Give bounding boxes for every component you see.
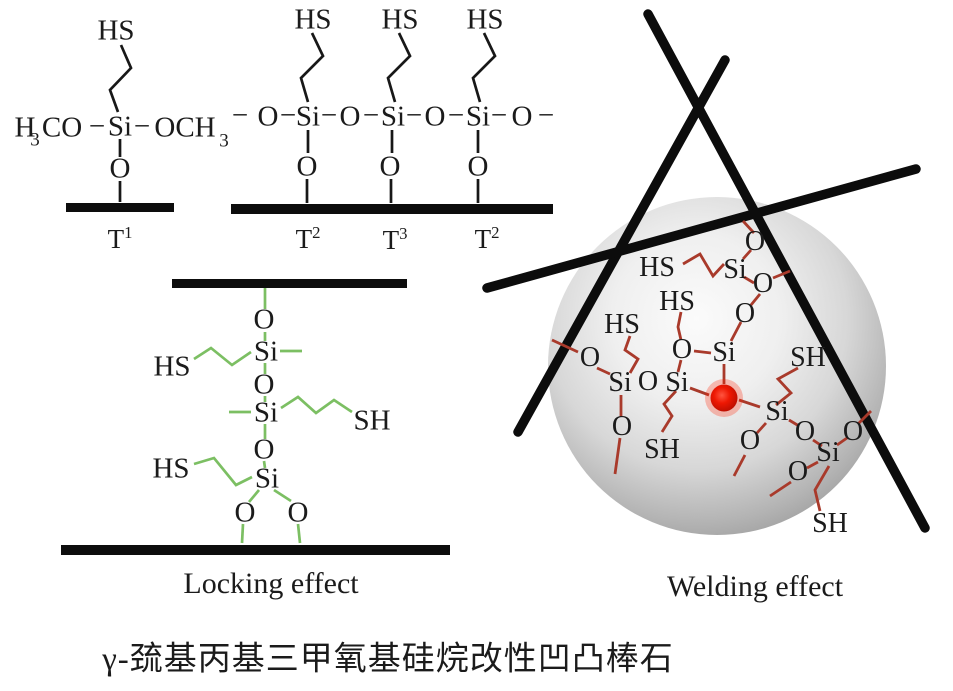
substrate-bar-mid (231, 204, 553, 214)
silicon-label: Si (816, 437, 840, 468)
oxygen-label: O (379, 150, 401, 183)
bond-dash: − (362, 99, 380, 132)
formula-part: OCH (154, 111, 216, 144)
oxygen-label: O (579, 342, 601, 373)
silicon-label: Si (712, 337, 736, 368)
oxygen-label: O (257, 100, 279, 133)
oxygen-label: O (744, 226, 766, 257)
crosslink-node-dot (710, 384, 738, 412)
welding-effect-caption: Welding effect (666, 570, 844, 603)
mercapto-label: SH (353, 404, 391, 437)
formula-part: CO (41, 111, 83, 144)
t2-rank-label: T2 (474, 223, 500, 254)
oxygen-label: O (511, 100, 533, 133)
mercapto-label: HS (294, 3, 332, 36)
oxygen-label: O (637, 366, 659, 397)
bond-dash: − (447, 99, 465, 132)
locking-effect-caption: Locking effect (183, 567, 359, 600)
t2-rank-label: T2 (295, 223, 321, 254)
bond-dash: − (405, 99, 423, 132)
mercapto-label: HS (659, 286, 695, 317)
bond-dash: − (231, 99, 249, 132)
oxygen-label: O (467, 150, 489, 183)
formula-subscript: 3 (219, 130, 229, 152)
oxygen-label: O (234, 496, 256, 529)
mercapto-label: SH (790, 342, 826, 373)
silicon-label: Si (465, 100, 491, 133)
formula-part: H (14, 111, 36, 144)
silicon-label: Si (295, 100, 321, 133)
substrate-bar-locking-bottom (61, 545, 450, 555)
silicon-label: Si (380, 100, 406, 133)
substrate-bar-locking-top (172, 279, 407, 288)
oxygen-label: O (794, 416, 816, 447)
oxygen-label: O (787, 456, 809, 487)
oxygen-label: O (739, 425, 761, 456)
oxygen-label: O (752, 268, 774, 299)
bond-dash: − (320, 99, 338, 132)
attapulgite-rod-3 (482, 164, 921, 293)
bond-dash: − (537, 99, 555, 132)
bond-dash: − (133, 110, 151, 143)
oxygen-label: O (424, 100, 446, 133)
mercapto-label: HS (97, 14, 135, 47)
oxygen-label: O (296, 150, 318, 183)
mercapto-label: HS (381, 3, 419, 36)
oxygen-label: O (109, 152, 131, 185)
mercapto-label: HS (152, 452, 190, 485)
mercapto-label: HS (639, 252, 675, 283)
bond-dash: − (279, 99, 297, 132)
mercapto-label: SH (812, 508, 848, 539)
oxygen-label: O (842, 416, 864, 447)
silicon-label: Si (107, 110, 133, 143)
oxygen-label: O (253, 368, 275, 401)
silicon-label: Si (253, 396, 279, 429)
substrate-bar-t1 (66, 203, 174, 212)
t1-rank-label: T1 (107, 223, 133, 254)
mercapto-label: SH (644, 434, 680, 465)
silicon-label: Si (665, 367, 689, 398)
silicon-label: Si (723, 254, 747, 285)
substrate-bars (61, 203, 553, 555)
formula-subscript: 3 (30, 129, 40, 151)
oxygen-label: O (253, 303, 275, 336)
silica-sphere (548, 197, 886, 535)
locking-green-bonds (193, 288, 353, 544)
black-bonds (108, 32, 497, 203)
silicon-label: Si (253, 335, 279, 368)
welding-red-bonds (551, 220, 872, 512)
bond-dash: − (490, 99, 508, 132)
oxygen-label: O (287, 496, 309, 529)
oxygen-label: O (253, 433, 275, 466)
oxygen-label: O (339, 100, 361, 133)
oxygen-label: O (671, 334, 693, 365)
t3-rank-label: T3 (382, 224, 408, 255)
mercapto-label: HS (153, 350, 191, 383)
mercapto-label: HS (466, 3, 504, 36)
silicon-label: Si (765, 396, 789, 427)
mercapto-label: HS (604, 309, 640, 340)
figure-title-caption: γ-巯基丙基三甲氧基硅烷改性凹凸棒石 (102, 641, 674, 678)
bond-dash: − (88, 110, 106, 143)
silicon-label: Si (254, 462, 280, 495)
oxygen-label: O (611, 411, 633, 442)
oxygen-label: O (734, 298, 756, 329)
silicon-label: Si (608, 367, 632, 398)
